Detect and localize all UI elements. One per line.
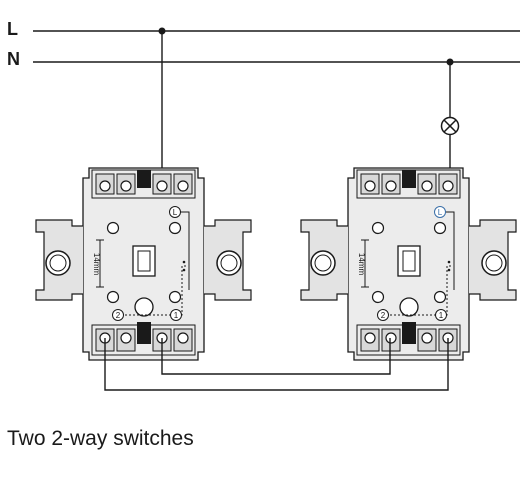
diagram-caption: Two 2-way switches	[7, 427, 194, 450]
switch-left: L 2 1 14mm	[35, 167, 252, 361]
terminal-label-L: L	[173, 208, 178, 217]
traveler-wire-inner	[161, 338, 391, 375]
terminal-label-1: 1	[439, 311, 444, 320]
terminal-label-2: 2	[381, 311, 386, 320]
terminal-label-L: L	[438, 208, 443, 217]
terminal-label-1: 1	[174, 311, 179, 320]
dimension-label: 14mm	[357, 253, 366, 276]
dimension-label: 14mm	[92, 253, 101, 276]
traveler-wire-outer	[104, 338, 449, 391]
line-label-live: L	[7, 19, 18, 39]
line-label-neutral: N	[7, 49, 20, 69]
switch-right: L 2 1 14mm	[300, 167, 517, 361]
lamp-cross-icon	[440, 62, 460, 186]
terminal-label-2: 2	[116, 311, 121, 320]
